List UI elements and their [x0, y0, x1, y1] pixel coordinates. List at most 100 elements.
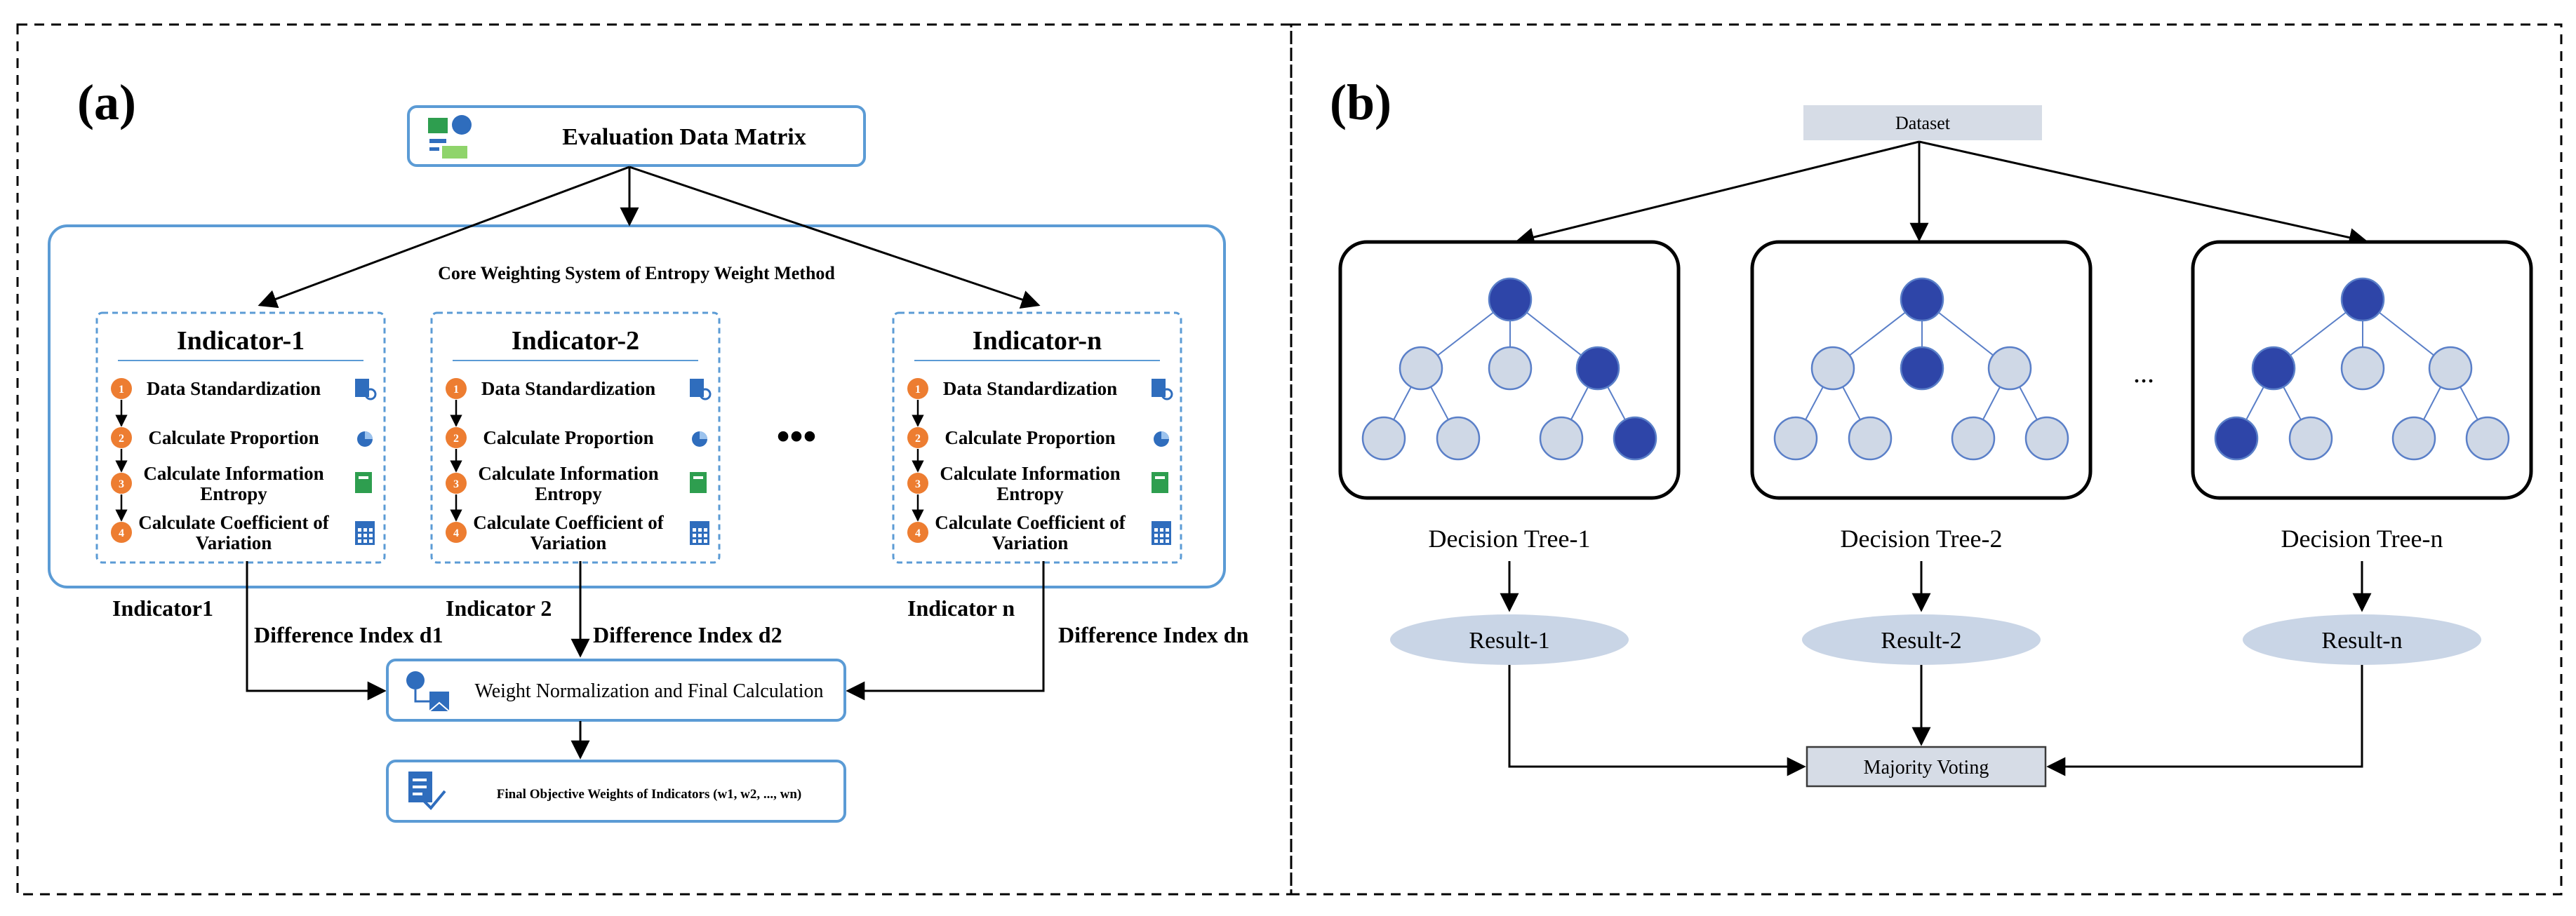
tree-name: Decision Tree-2	[1841, 525, 2003, 553]
data-matrix-icon	[428, 115, 472, 159]
connector-indicator-1-to-normalization	[246, 561, 387, 701]
tree-node	[2024, 416, 2069, 461]
tree-node	[1848, 416, 1893, 461]
calculator-key-icon	[1166, 534, 1169, 537]
tree-node	[1539, 416, 1584, 461]
calculator-key-icon	[358, 539, 361, 543]
calculator-key-icon	[1160, 539, 1163, 543]
tree-node-selected	[2214, 416, 2259, 461]
tree-name: Decision Tree-n	[2281, 525, 2443, 553]
entropy-sheet-icon	[355, 472, 372, 493]
step-number: 4	[119, 527, 124, 539]
tree-node	[2340, 346, 2385, 391]
step-number-badge	[907, 522, 928, 543]
tree-node	[2465, 416, 2510, 461]
step-label: Data Standardization	[481, 378, 655, 399]
arrow-dataset-to-tree-n	[1918, 140, 2368, 247]
step-number-badge	[446, 378, 467, 399]
calculator-key-icon	[369, 528, 373, 532]
step-number: 2	[915, 433, 921, 445]
normalization-icon	[406, 671, 450, 712]
magnifier-icon	[364, 388, 377, 400]
tree-node	[1810, 346, 1855, 391]
connector-result-to-voting	[1508, 665, 1806, 776]
step-number: 4	[453, 527, 459, 539]
calculator-key-icon	[369, 539, 373, 543]
calculator-key-icon	[693, 528, 696, 532]
calculator-key-icon	[1154, 534, 1158, 537]
indicator-title: Indicator-1	[177, 326, 305, 356]
step-number: 4	[915, 527, 921, 539]
evaluation-data-matrix-box	[407, 105, 866, 167]
indicator-title: Indicator-2	[512, 326, 639, 356]
tree-ellipsis: ...	[2133, 357, 2154, 389]
arrow-matrix-to-indicator-1	[258, 166, 630, 309]
calculator-key-icon	[693, 534, 696, 537]
step-number-badge	[111, 427, 132, 448]
magnifier-icon	[1161, 388, 1173, 400]
calculator-key-icon	[369, 534, 373, 537]
calculator-key-icon	[1166, 528, 1169, 532]
indicator-box	[430, 311, 721, 564]
dataset-text: Dataset	[1895, 113, 1951, 133]
tree-node	[2428, 346, 2473, 391]
step-number: 2	[453, 433, 459, 445]
panel-a-label: (a)	[77, 74, 136, 130]
step-number-badge	[907, 378, 928, 399]
tree-node-selected	[2340, 277, 2385, 322]
tree-node-selected	[1900, 346, 1944, 391]
calculator-key-icon	[698, 539, 702, 543]
step-number: 1	[915, 384, 921, 396]
tree-node-selected	[1613, 416, 1657, 461]
result-label: Result-n	[2321, 628, 2402, 654]
calculator-key-icon	[363, 539, 367, 543]
step-number-badge	[907, 427, 928, 448]
result-ellipse	[2243, 614, 2481, 665]
panel-b: (b) Dataset Decision Tree-1Result-1Decis…	[1330, 74, 2533, 788]
final-weights-icon	[408, 772, 446, 810]
entropy-sheet-icon	[1152, 472, 1168, 493]
calculator-key-icon	[698, 528, 702, 532]
result-ellipse	[1802, 614, 2041, 665]
step-label: Calculate Proportion	[945, 427, 1115, 448]
step-number: 3	[453, 478, 459, 490]
step-number-badge	[111, 378, 132, 399]
calculator-key-icon	[704, 528, 707, 532]
panel-a: (a) Evaluation Data Matrix Core Weightin…	[48, 74, 1249, 823]
sheet-line-icon	[1155, 476, 1165, 479]
calculator-key-icon	[363, 534, 367, 537]
calculator-key-icon	[704, 539, 707, 543]
panel-b-label: (b)	[1330, 74, 1392, 130]
tree-node-selected	[1575, 346, 1620, 391]
result-label: Result-1	[1469, 628, 1549, 654]
step-number-badge	[111, 522, 132, 543]
step-label: Calculate Proportion	[148, 427, 319, 448]
pie-slice-icon	[700, 431, 707, 439]
step-label: Calculate Proportion	[483, 427, 653, 448]
weight-normalization-box	[386, 659, 846, 722]
arrow-matrix-to-indicator-n	[629, 166, 1041, 309]
step-number-badge	[907, 473, 928, 494]
calculator-key-icon	[1154, 539, 1158, 543]
final-weights-box	[386, 760, 846, 823]
tree-node-selected	[2251, 346, 2296, 391]
calculator-key-icon	[358, 534, 361, 537]
step-number: 3	[119, 478, 124, 490]
tree-node	[1399, 346, 1443, 391]
indicator-box	[95, 311, 386, 564]
tree-node-selected	[1488, 277, 1533, 322]
step-number: 1	[453, 384, 459, 396]
step-number-badge	[111, 473, 132, 494]
connector-indicator-n-to-normalization	[846, 561, 1045, 701]
indicator2-label: Indicator 2	[446, 595, 552, 621]
indicator-ellipsis: •••	[777, 415, 817, 457]
